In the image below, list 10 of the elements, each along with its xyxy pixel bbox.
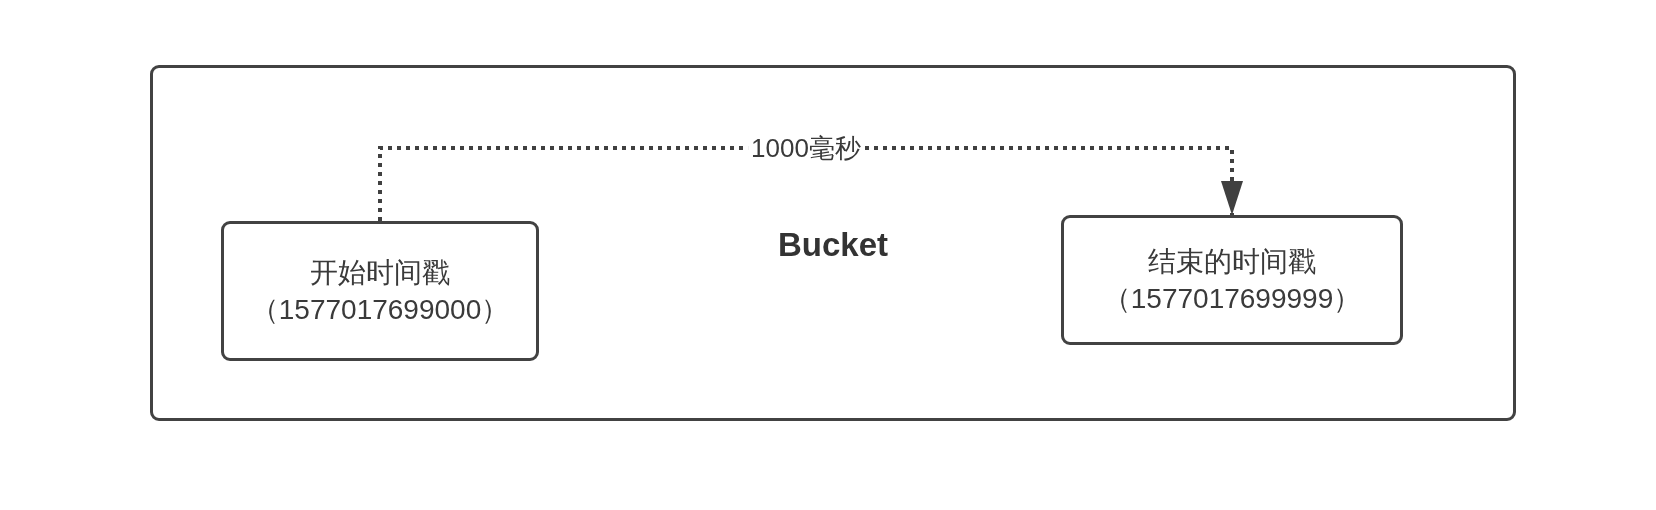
box-title: 结束的时间戳 [1148, 245, 1316, 279]
process-box [1061, 215, 1403, 345]
arrow [378, 146, 1243, 221]
box-title: Bucket [778, 226, 888, 264]
container-box [150, 65, 1516, 421]
box-text: （1577017699999） [1102, 282, 1362, 316]
box-title: 开始时间戳 [310, 256, 450, 290]
box-text: （1577017699000） [250, 293, 510, 327]
process-box [221, 221, 539, 361]
edge-label: 1000毫秒 [748, 133, 864, 163]
